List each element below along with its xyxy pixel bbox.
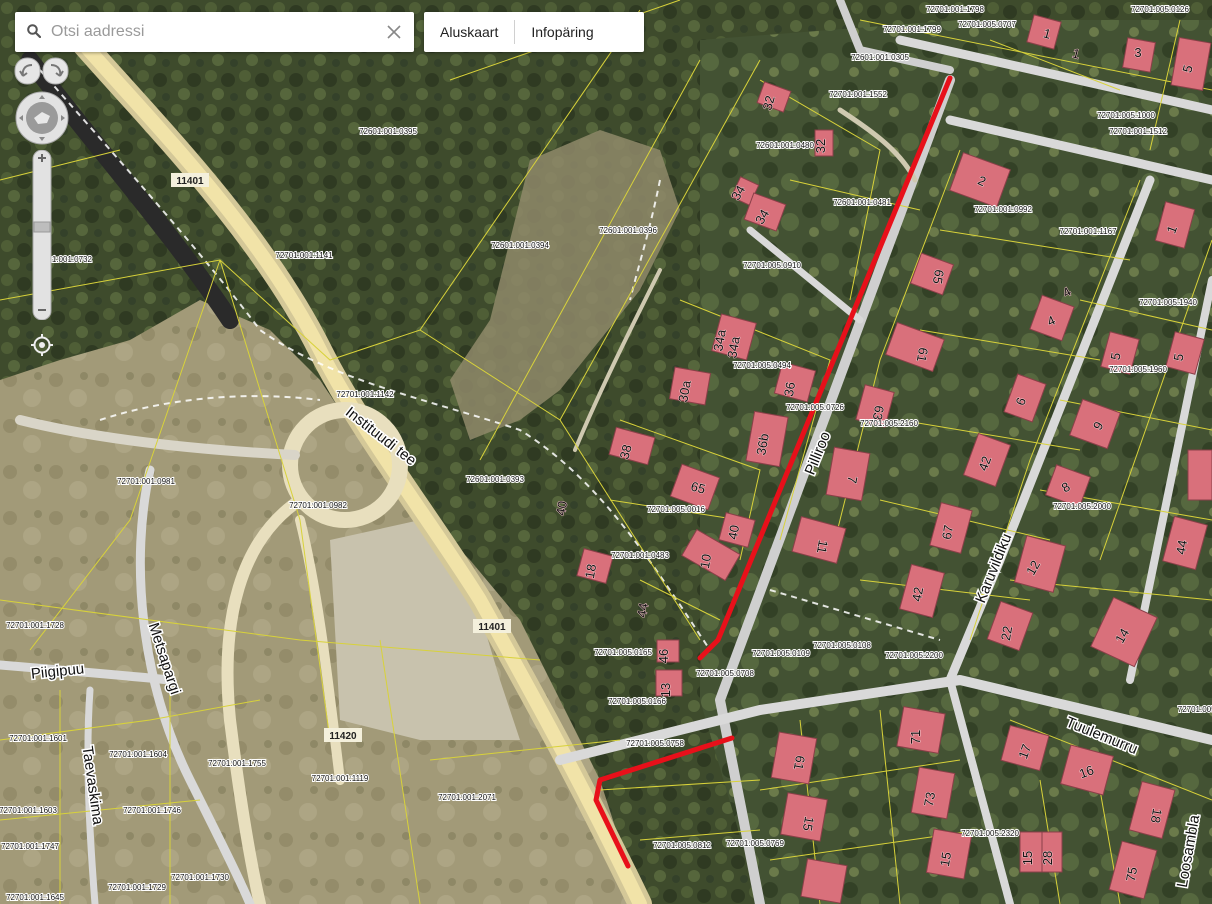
search-icon — [27, 24, 41, 38]
basemap-button[interactable]: Aluskaart — [440, 24, 499, 40]
search-input[interactable] — [51, 12, 381, 52]
clear-icon[interactable] — [384, 22, 404, 42]
zoom-handle[interactable] — [33, 221, 51, 233]
forward-arrow-icon[interactable] — [42, 57, 69, 85]
toolbar-divider — [514, 20, 516, 44]
pan-compass-icon[interactable] — [14, 90, 70, 146]
history-controls — [14, 57, 69, 85]
locate-icon[interactable] — [30, 333, 54, 357]
zoom-in-icon[interactable] — [38, 154, 46, 162]
zoom-slider[interactable] — [30, 150, 54, 320]
back-arrow-icon[interactable] — [14, 57, 41, 85]
info-query-button[interactable]: Infopäring — [531, 24, 594, 40]
toolbar: Aluskaart Infopäring — [424, 12, 644, 52]
search-box — [15, 12, 414, 52]
